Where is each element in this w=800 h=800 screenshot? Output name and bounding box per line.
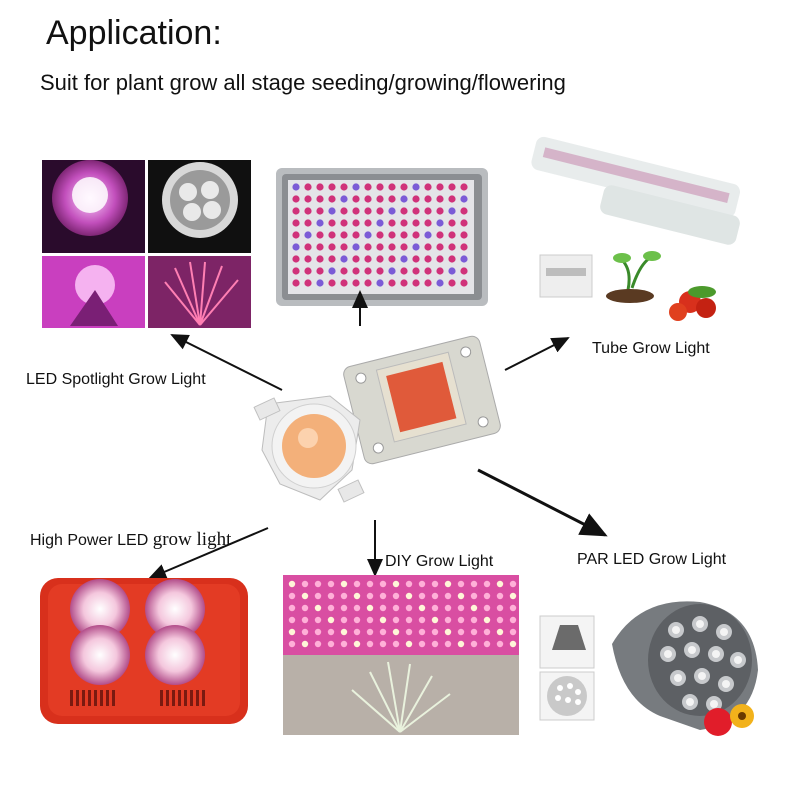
page-subtitle: Suit for plant grow all stage seeding/gr… bbox=[40, 70, 566, 95]
label-high-power-led: High Power LED grow light bbox=[30, 529, 231, 551]
spotlight-image bbox=[42, 160, 251, 328]
high-power-led-chip bbox=[253, 395, 365, 503]
label-high-power-led-part-b: grow light bbox=[152, 529, 232, 550]
label-led-spotlight: LED Spotlight Grow Light bbox=[26, 371, 206, 388]
label-high-power-led-part-a: High Power LED bbox=[30, 532, 149, 549]
diy-grow-light-image bbox=[283, 575, 519, 735]
label-tube-grow-light: Tube Grow Light bbox=[592, 340, 710, 357]
label-par-led-grow-light: PAR LED Grow Light bbox=[577, 551, 727, 568]
tube-light-image bbox=[531, 136, 741, 321]
label-diy-grow-light: DIY Grow Light bbox=[385, 553, 494, 570]
par-led-grow-light-image bbox=[539, 601, 758, 736]
led-panel-image bbox=[276, 168, 488, 306]
high-power-led-grow-light-image bbox=[40, 578, 248, 724]
cob-chip-image bbox=[343, 335, 501, 465]
page-title: Application: bbox=[46, 14, 222, 52]
